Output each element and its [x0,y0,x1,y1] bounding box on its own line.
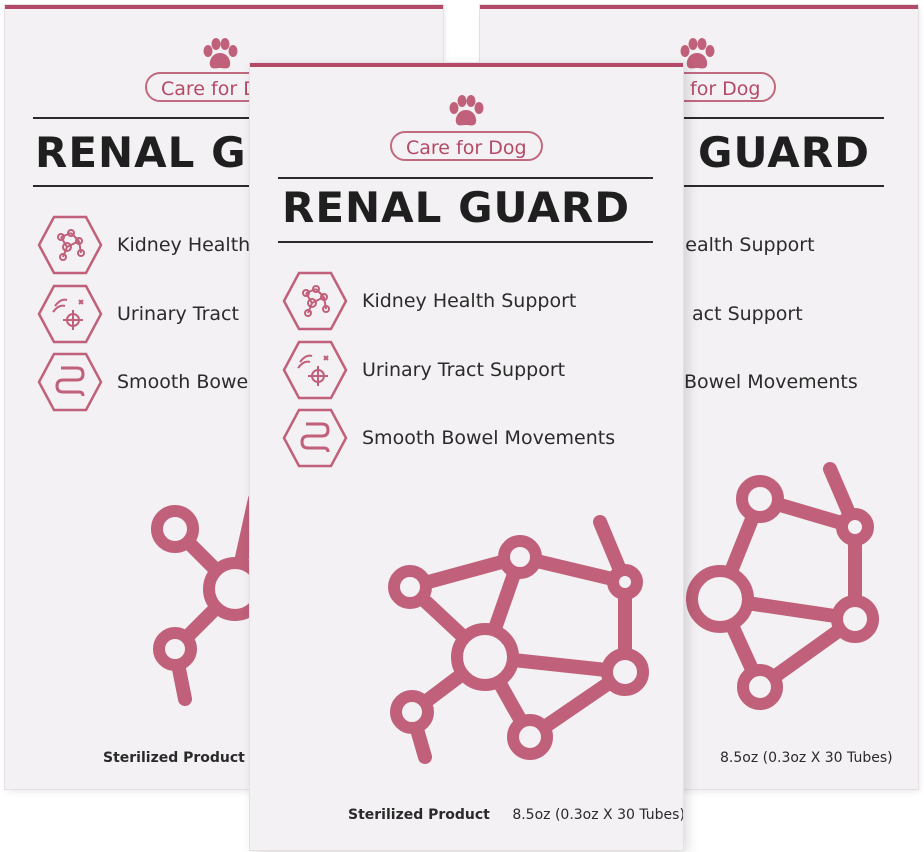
feature-kidney: Kidney Health Support [282,271,576,331]
brand-badge: for Dog [670,72,777,102]
feature-label: Urinary Tract [117,303,239,325]
intestine-icon [282,408,348,468]
urinary-icon [37,284,103,344]
sterilized-label: Sterilized Product [348,807,490,823]
title-rule-bottom [278,241,653,243]
intestine-icon [37,352,103,412]
feature-label: lealth Support [680,234,815,256]
feature-bowel: Smooth Bowe [37,352,248,412]
product-box-front: Care for Dog RENAL GUARD Kidney Health S… [250,63,683,850]
product-title: GUARD [698,128,870,177]
molecule-icon [282,271,348,331]
sterilized-label: Sterilized Product [103,750,245,766]
brand-badge: Care for Dog [390,131,543,161]
feature-urinary: act Support [680,284,803,344]
feature-bowel: Smooth Bowel Movements [282,408,615,468]
size-label: 8.5oz (0.3oz X 30 Tubes) [512,807,683,823]
title-rule-top [640,117,884,119]
feature-label: act Support [692,303,803,325]
feature-label: Smooth Bowe [117,371,249,393]
title-rule-bottom [640,185,884,187]
feature-urinary: Urinary Tract [37,284,239,344]
feature-label: Urinary Tract Support [362,359,566,381]
paw-icon [203,38,238,69]
product-title: RENAL GUARD [282,183,631,232]
footer-text: Sterilized Product 8.5oz (0.3oz X 30 Tub… [348,807,683,823]
feature-label: Smooth Bowel Movements [362,427,616,449]
feature-kidney: Kidney Health [37,215,250,275]
urinary-icon [282,340,348,400]
feature-bowel: Bowel Movements [680,352,858,412]
feature-label: Kidney Health [117,234,251,256]
product-title: RENAL G [35,128,247,177]
molecule-icon [37,215,103,275]
molecule-graphic [686,462,879,710]
size-label: 8.5oz (0.3oz X 30 Tubes) [720,750,893,766]
title-rule-top [278,177,653,179]
molecule-graphic [388,515,649,764]
feature-kidney: lealth Support [680,215,815,275]
footer-text: 8.5oz (0.3oz X 30 Tubes) [720,750,893,766]
title-rule-top [33,117,443,119]
title-rule-bottom [33,185,443,187]
paw-icon [680,38,715,69]
feature-label: Kidney Health Support [362,290,577,312]
feature-urinary: Urinary Tract Support [282,340,565,400]
paw-icon [449,95,484,126]
feature-label: Bowel Movements [684,371,858,393]
